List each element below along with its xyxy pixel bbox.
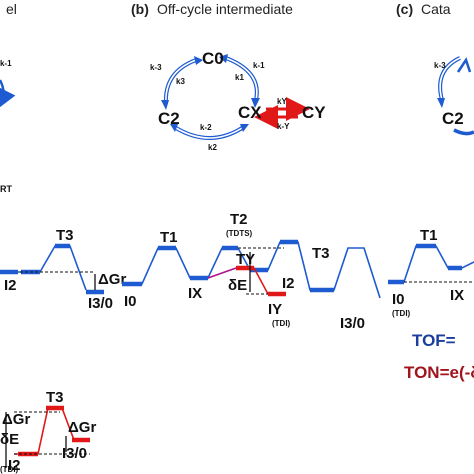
cycle-b-k1-outer: k-1 (253, 61, 265, 70)
cycle-a-arrow (0, 79, 16, 109)
red-de: δE (0, 431, 19, 448)
label-tdi: (TDI) (272, 319, 291, 328)
cycle-b-c2: C2 (158, 109, 180, 128)
c-label-tdi: (TDI) (392, 309, 411, 318)
label-tdts: (TDTS) (226, 229, 253, 238)
panel-c-letter: (c) (396, 1, 413, 17)
panel-c-profile: T1 I0 (TDI) IX TOF= TON=e(-δE (388, 227, 474, 382)
cycle-a-k-minus1: k-1 (0, 59, 12, 68)
label-t2: T2 (230, 211, 248, 228)
red-dg-r2: ΔGr (68, 419, 96, 436)
cycle-c-k3: k-3 (434, 61, 446, 70)
label-i30: I3/0 (340, 315, 365, 332)
panel-b-title: Off-cycle intermediate (157, 1, 293, 17)
label-t3: T3 (312, 245, 330, 262)
panel-a-header: el (6, 1, 17, 17)
cycle-b-ky: kY (277, 97, 287, 106)
cycle-b-k-minus-y: k-Y (277, 122, 290, 131)
panel-a-cycle: k-1 (0, 59, 16, 109)
blue-i30: I3/0 (88, 295, 113, 312)
cycle-b-cy: CY (302, 103, 326, 122)
cycle-b-k2-inner: k-2 (200, 123, 212, 132)
label-i0: I0 (124, 293, 137, 310)
panel-b-letter: (b) (131, 1, 149, 17)
label-i2: I2 (282, 275, 295, 292)
cycle-b-k1-inner: k1 (235, 73, 244, 82)
panel-c-cycle: k-3 C2 (434, 56, 474, 136)
panel-c-title: Cata (421, 1, 451, 17)
tof-formula: TOF= (412, 331, 456, 350)
label-t1: T1 (160, 229, 178, 246)
cycle-b-cx: CX (238, 103, 262, 122)
cycle-b-k3-outer: k-3 (150, 63, 162, 72)
ton-formula: TON=e(-δE (404, 363, 474, 382)
c-label-ix: IX (450, 287, 464, 304)
red-i30: I3/0 (62, 445, 87, 462)
cycle-b-c0: C0 (202, 49, 224, 68)
blue-i2: I2 (4, 277, 17, 294)
cycle-b-k3-inner: k3 (176, 77, 185, 86)
cycle-c-c2: C2 (442, 109, 464, 128)
label-ty: TY (236, 251, 255, 268)
red-tdi: (TDI) (0, 465, 19, 474)
label-de: δE (228, 277, 247, 294)
path-to-ty (207, 267, 237, 279)
red-dg-r: ΔGr (2, 411, 30, 428)
blue-t3: T3 (56, 227, 74, 244)
panel-b-cycle: C0 C2 CX CY k-3 k3 k1 k-1 k-2 k2 kY k-Y (150, 49, 326, 152)
label-rt: RT (0, 184, 12, 194)
c-label-i0: I0 (392, 291, 405, 308)
panel-a-profile: RT I2 T3 ΔGr I3/0 ΔGr T3 δE ΔGr I3/0 I2 … (0, 184, 126, 474)
cycle-b-k2-outer: k2 (208, 143, 217, 152)
label-iy: IY (268, 301, 282, 318)
c-label-t1: T1 (420, 227, 438, 244)
panel-b-profile: I0 T1 IX T2 (TDTS) TY δE IY (TDI) I2 T3 … (122, 211, 381, 332)
blue-dg-r: ΔGr (98, 271, 126, 288)
red-t3: T3 (46, 389, 64, 406)
label-ix: IX (188, 285, 202, 302)
red-i2: I2 (8, 457, 21, 474)
